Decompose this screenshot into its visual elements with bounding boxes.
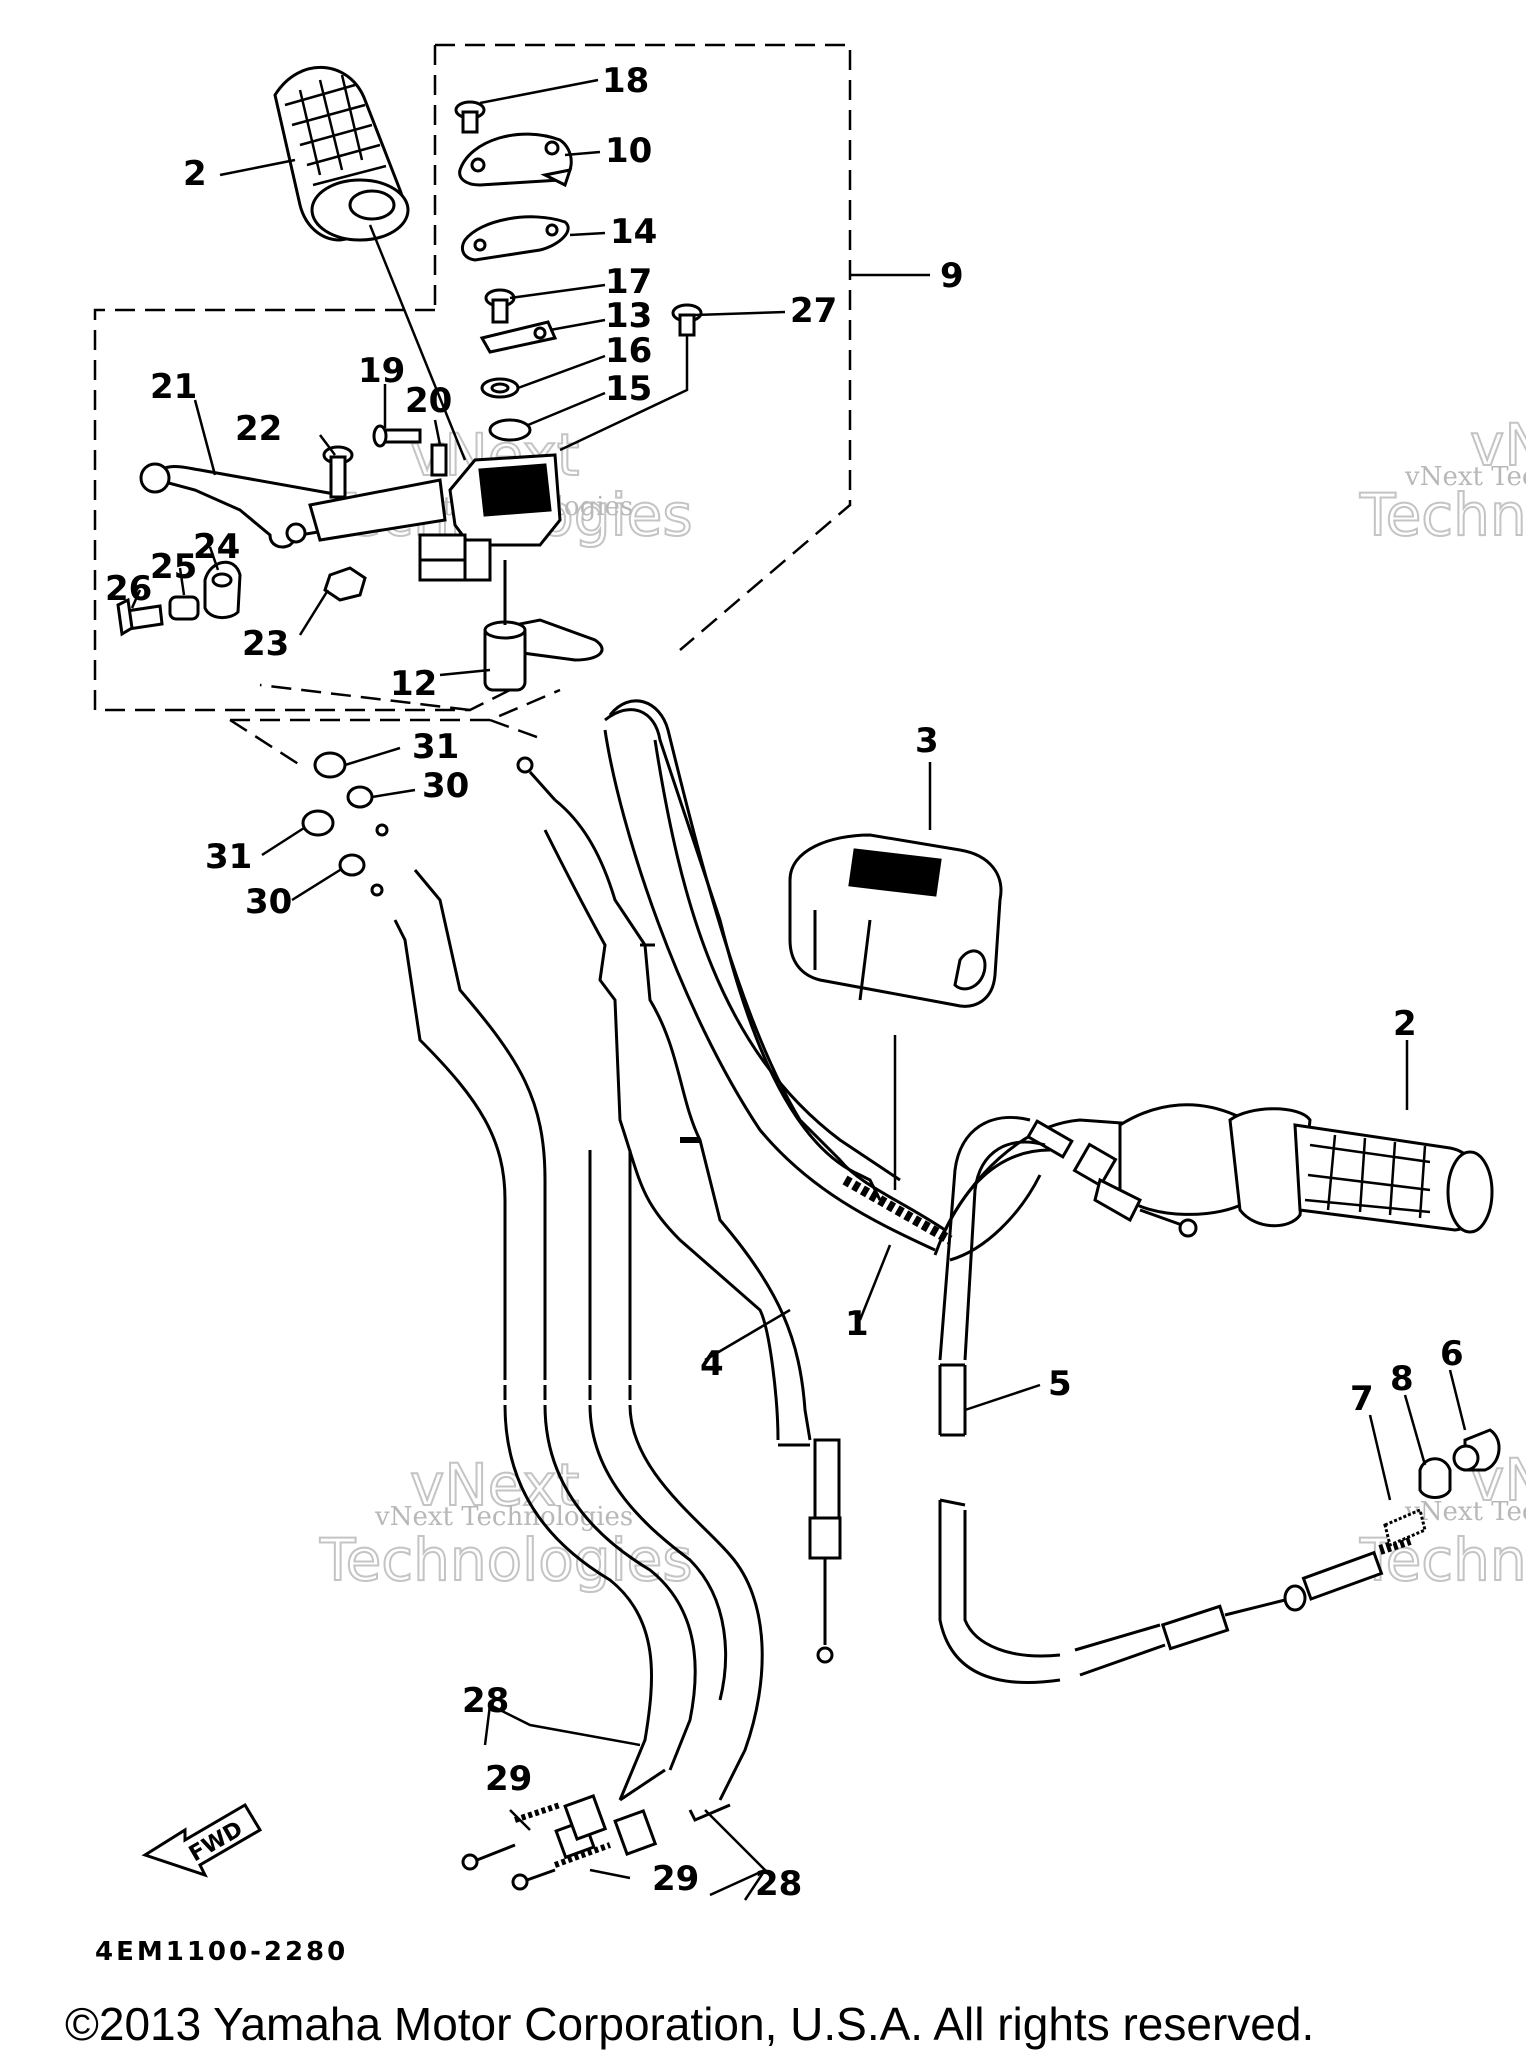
watermark-large-vnext-3: vNext — [1470, 411, 1526, 479]
callout-30b: 30 — [245, 882, 292, 922]
throttle-cable — [938, 1115, 1412, 1684]
callout-20: 20 — [405, 381, 452, 421]
callouts: 2 18 10 14 9 17 13 27 16 15 21 19 20 22 … — [105, 61, 1464, 1904]
callout-16: 16 — [605, 331, 652, 371]
callout-24: 24 — [193, 527, 240, 567]
callout-15: 15 — [605, 369, 652, 409]
callout-3: 3 — [915, 721, 939, 761]
callout-13: 13 — [605, 296, 652, 336]
leaders-adjuster — [1368, 1369, 1467, 1501]
callout-1: 1 — [845, 1304, 869, 1344]
right-grip — [1026, 1103, 1494, 1238]
leaders-box — [130, 78, 930, 677]
callout-10: 10 — [605, 131, 652, 171]
leader-4 — [704, 1308, 791, 1362]
watermark-large-technologies-2: Technologies — [319, 1526, 693, 1594]
leader-2a — [219, 158, 296, 177]
callout-18: 18 — [602, 61, 649, 101]
callout-9: 9 — [940, 256, 964, 296]
callout-17: 17 — [605, 262, 652, 302]
callout-28b: 28 — [755, 1864, 802, 1904]
callout-19: 19 — [358, 351, 405, 391]
callout-30a: 30 — [422, 766, 469, 806]
clutch-cables — [301, 751, 764, 1891]
callout-14: 14 — [610, 212, 657, 252]
callout-23: 23 — [242, 624, 289, 664]
callout-2b: 2 — [1393, 1004, 1417, 1044]
callout-6: 6 — [1440, 1334, 1464, 1374]
watermark-small-2: vNext Technologies — [374, 1502, 633, 1532]
copyright-notice: ©2013 Yamaha Motor Corporation, U.S.A. A… — [65, 1998, 1314, 2050]
watermark-large-technologies-4: Technologies — [1359, 1526, 1526, 1594]
watermark-small-3: vNext Technologies — [1404, 462, 1526, 492]
leader-1 — [858, 1244, 892, 1321]
callout-26: 26 — [105, 569, 152, 609]
leader-5 — [964, 1383, 1041, 1412]
callout-29a: 29 — [485, 1759, 532, 1799]
leaders-cables-left — [261, 746, 768, 1901]
left-grip — [273, 66, 410, 242]
callout-12: 12 — [390, 664, 437, 704]
watermark-large-vnext-2: vNext — [410, 1451, 579, 1519]
callout-31a: 31 — [412, 727, 459, 767]
callout-27: 27 — [790, 291, 837, 331]
callout-7: 7 — [1350, 1379, 1374, 1419]
watermark-large-technologies-3: Technologies — [1359, 481, 1526, 549]
callout-2a: 2 — [183, 154, 207, 194]
throttle-housing — [116, 100, 703, 692]
fwd-arrow-icon: FWD — [141, 1802, 263, 1878]
callout-29b: 29 — [652, 1859, 699, 1899]
callout-28a: 28 — [462, 1681, 509, 1721]
throttle-adjuster — [1383, 1428, 1501, 1548]
callout-25: 25 — [150, 547, 197, 587]
watermark-group: vNext Technologies vNext Technologies vN… — [318, 410, 1526, 1595]
handlebar — [603, 699, 1151, 1262]
switch-housing — [788, 833, 1003, 1008]
callout-22: 22 — [235, 409, 282, 449]
callout-4: 4 — [700, 1344, 724, 1384]
callout-21: 21 — [150, 367, 197, 407]
callout-31b: 31 — [205, 837, 252, 877]
callout-8: 8 — [1390, 1359, 1414, 1399]
part-code: 4EM1100-2280 — [95, 1937, 348, 1967]
callout-5: 5 — [1048, 1364, 1072, 1404]
